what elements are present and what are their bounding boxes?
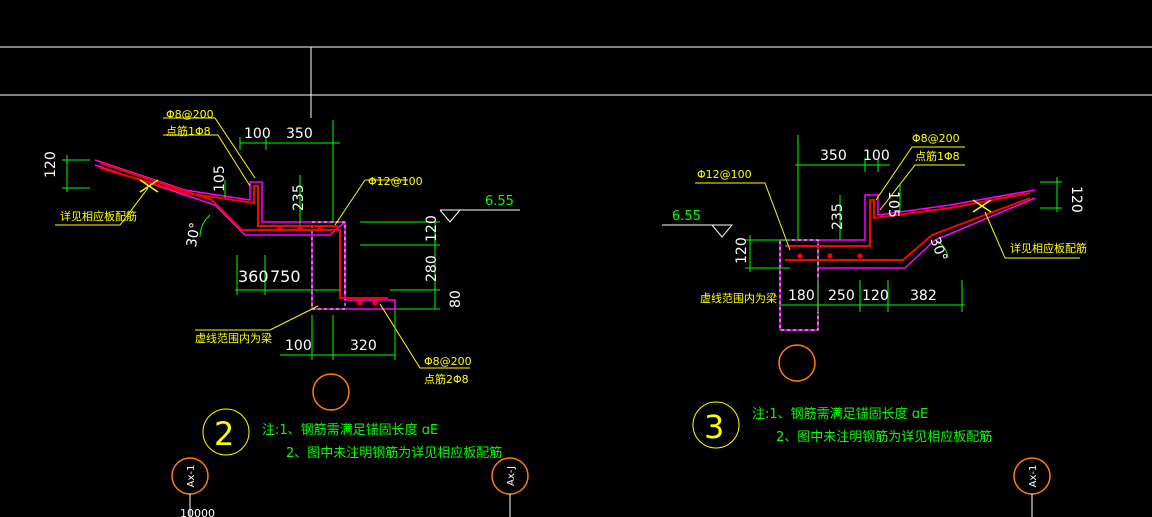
axis-label-1: Ax-1: [186, 465, 197, 488]
d3-note-line2: 2、图中未注明钢筋为详见相应板配筋: [776, 429, 992, 445]
detail-2-dim-lines: [62, 120, 440, 360]
d2-number-circle: [202, 408, 250, 456]
d3-leader-top: [875, 146, 965, 201]
axis-bubbles: Ax-1 Ax-J Ax-1 10000: [171, 457, 1051, 517]
d3-elevation: 6.55: [672, 209, 701, 224]
d2-leader-top2: [163, 134, 251, 187]
d2-dim-slab-thk: 120: [43, 151, 59, 178]
d3-dim-b180: 180: [788, 288, 815, 304]
d2-dim-b320: 320: [350, 338, 377, 354]
d2-rebar-callout-bottom: Φ8@200: [424, 355, 472, 368]
d3-distribution-top: 点筋1Φ8: [915, 149, 960, 163]
detail-3-dim-lines: [745, 135, 1062, 312]
d3-leader-main: [695, 182, 791, 251]
d3-leader-top2: [879, 164, 965, 211]
d2-rebar-top: [99, 167, 338, 227]
d3-rebar-main: [785, 197, 1031, 261]
detail-3-rebar: [785, 192, 1031, 261]
d3-dim-rise: 235: [830, 203, 846, 230]
d3-dashed-range: [779, 239, 819, 331]
d3-dim-slab-thk: 120: [1068, 186, 1084, 213]
d3-dim-b120: 120: [862, 288, 889, 304]
d3-slab-note: 详见相应板配筋: [1010, 241, 1087, 255]
d3-dim-top-left: 350: [820, 148, 847, 164]
axis-label-3: Ax-1: [1028, 465, 1039, 488]
d2-dim-280: 280: [424, 255, 440, 282]
title-frame: [0, 46, 1152, 118]
d2-angle: 30°: [184, 221, 204, 248]
d3-rebar-callout-top: Φ8@200: [912, 132, 960, 145]
d3-number-circle: [692, 401, 740, 449]
detail-3: Φ8@200 点筋1Φ8 350 100 Φ12@100 6.55 详见相应板配…: [662, 132, 1087, 449]
d2-dim-upturn: 105: [212, 165, 228, 192]
d3-angle: 30°: [926, 235, 950, 264]
axis-label-2: Ax-J: [506, 466, 517, 486]
d2-dim-rise: 235: [291, 184, 307, 211]
d3-dim-upturn: 105: [885, 191, 901, 218]
d2-elevation-mark: [439, 209, 520, 223]
d3-elevation-mark: [662, 224, 734, 238]
d2-rebar-dot: [297, 226, 303, 232]
d2-axis-circle: [312, 373, 350, 411]
d2-elevation: 6.55: [485, 194, 514, 209]
detail-3-leaders: [695, 146, 1080, 259]
d2-leader-top: [163, 117, 256, 179]
d2-distribution-bottom: 点筋2Φ8: [424, 372, 469, 386]
d2-dim-b100: 100: [285, 338, 312, 354]
d3-dim-top-right: 100: [863, 148, 890, 164]
d2-rebar-dot: [277, 226, 283, 232]
d3-dashed-note: 虚线范围内为梁: [700, 291, 777, 305]
d3-note-line1: 注:1、钢筋需满足锚固长度 ɑE: [752, 406, 928, 422]
d2-dim-750: 750: [270, 267, 301, 286]
d2-slab-cross-marker: [139, 179, 159, 193]
d2-dim-top-right: 350: [286, 126, 313, 142]
d3-slab-top: [780, 189, 1036, 241]
d3-axis-circle: [778, 344, 816, 382]
d3-number: 3: [704, 408, 724, 446]
d2-rebar-dot: [317, 226, 323, 232]
d2-rebar-main: Φ12@100: [368, 175, 423, 188]
d2-leader-bottom: [379, 303, 470, 369]
d2-dashed-note: 虚线范围内为梁: [195, 331, 272, 345]
d3-dim-left120: 120: [734, 237, 750, 264]
d2-dim-360: 360: [238, 267, 269, 286]
d3-rebar-main: Φ12@100: [697, 168, 752, 181]
detail-2-leaders: [55, 117, 470, 369]
d2-dim-120: 120: [424, 215, 440, 242]
d2-rebar-dot: [357, 300, 363, 306]
d2-dim-top-left: 100: [244, 126, 271, 142]
d2-rebar-dot: [372, 300, 378, 306]
bottom-dimension: 10000: [180, 507, 215, 517]
d2-slab-note: 详见相应板配筋: [60, 209, 137, 223]
d2-number: 2: [214, 415, 234, 453]
detail-2: Φ8@200 点筋1Φ8 100 350 Φ12@100 6.55 详见相应板配…: [43, 108, 520, 461]
d2-leader-dashed: [195, 305, 319, 331]
d2-leader-main: [334, 179, 366, 226]
d2-rebar-callout-top: Φ8@200: [166, 108, 214, 121]
d3-slab-cross-marker: [972, 199, 992, 213]
d2-dim-80: 80: [448, 290, 464, 308]
d2-note-line2: 2、图中未注明钢筋为详见相应板配筋: [286, 445, 502, 461]
d3-rebar-top: [785, 192, 1031, 247]
d2-distribution-top: 点筋1Φ8: [166, 124, 211, 138]
d3-dim-b250: 250: [828, 288, 855, 304]
d2-note-line1: 注:1、钢筋需满足锚固长度 ɑE: [262, 422, 438, 438]
d3-dim-b382: 382: [910, 288, 937, 304]
d2-leader-slab-note: [55, 187, 149, 226]
d3-leader-slab-note: [984, 211, 1080, 259]
detail-2-rebar: [99, 162, 388, 306]
d2-slab-top: [94, 159, 396, 310]
